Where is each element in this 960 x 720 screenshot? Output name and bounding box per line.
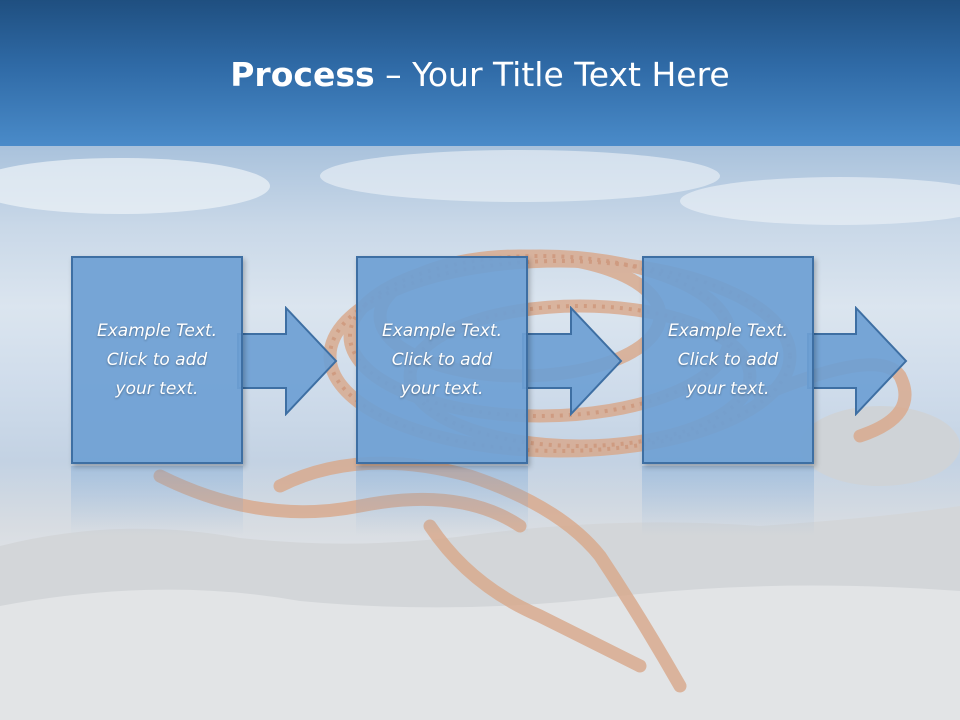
title-rest: – Your Title Text Here [374, 55, 730, 94]
arrow-right-icon [237, 306, 338, 416]
process-step-1[interactable]: Example Text. Click to add your text. [71, 256, 243, 464]
step-reflection [642, 466, 814, 536]
step-text[interactable]: Example Text. Click to add your text. [667, 320, 789, 399]
step-text[interactable]: Example Text. Click to add your text. [381, 320, 503, 399]
title-bar [0, 0, 960, 146]
arrow-right-icon [522, 306, 623, 416]
process-step-2[interactable]: Example Text. Click to add your text. [356, 256, 528, 464]
slide-title[interactable]: Process – Your Title Text Here [0, 52, 960, 98]
step-text[interactable]: Example Text. Click to add your text. [96, 320, 218, 399]
title-bold: Process [230, 55, 375, 94]
process-step-3[interactable]: Example Text. Click to add your text. [642, 256, 814, 464]
arrow-right-icon [807, 306, 908, 416]
rope-on-rock-illustration [0, 150, 960, 720]
step-reflection [356, 466, 528, 536]
step-reflection [71, 466, 243, 536]
